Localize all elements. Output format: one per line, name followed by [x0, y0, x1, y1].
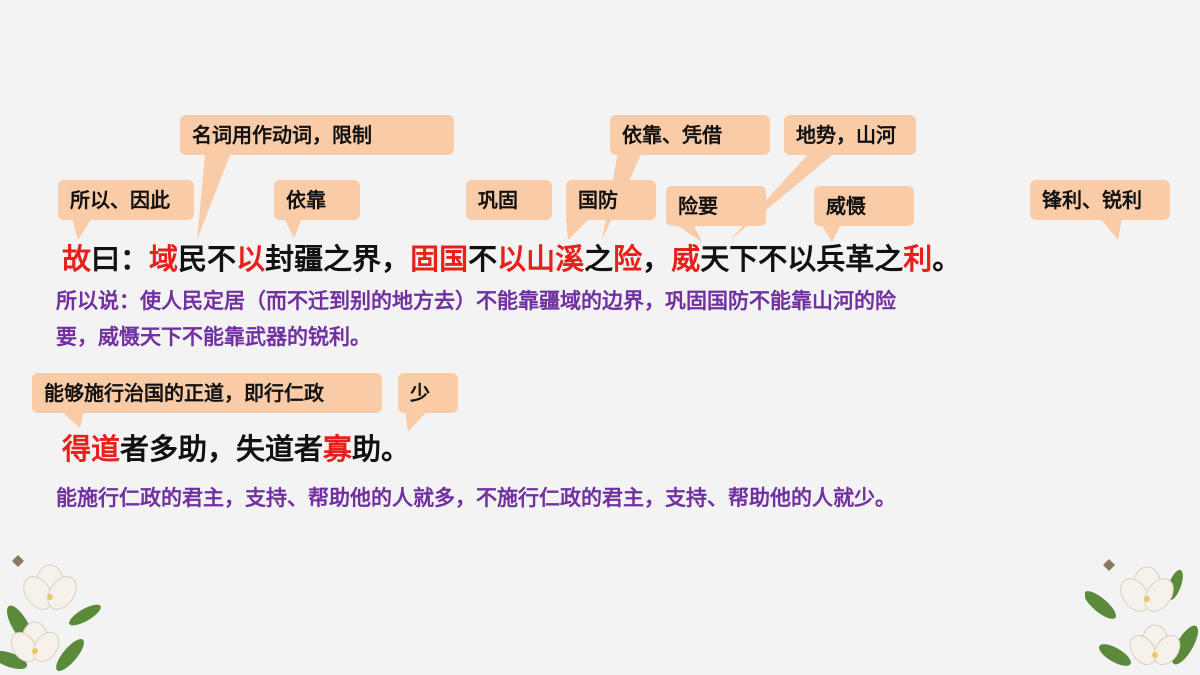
- callout-guofang: 国防: [566, 180, 656, 220]
- leader-fengli: [1100, 218, 1122, 240]
- flower-decoration-left: [0, 555, 101, 671]
- sentence-1: 故曰：域民不以封疆之界，固国不以山溪之险，威天下不以兵革之利。: [62, 236, 961, 278]
- translation-2: 能施行仁政的君主，支持、帮助他的人就多，不施行仁政的君主，支持、帮助他的人就少。: [56, 486, 896, 510]
- text-segment: 。: [932, 242, 962, 276]
- sentence-2: 得道者多助，失道者寡助。: [62, 426, 410, 468]
- text-segment: 封疆之界，: [265, 242, 411, 276]
- word-gu: 故: [62, 242, 92, 276]
- callout-suoyi: 所以、因此: [58, 180, 194, 220]
- text-segment: 天下不以兵革之: [700, 242, 904, 276]
- word-xian: 险: [613, 242, 643, 276]
- text-segment: 不: [468, 242, 498, 276]
- leader-mingci: [197, 155, 230, 240]
- text-segment: ，: [642, 242, 672, 276]
- text-segment: 助。: [352, 432, 411, 466]
- word-guguo: 固国: [410, 242, 469, 276]
- callout-nenggou: 能够施行治国的正道，即行仁政: [32, 373, 382, 413]
- butterfly-icon: [1103, 559, 1115, 571]
- callout-yikao: 依靠: [274, 180, 360, 220]
- callout-weishe: 威慑: [814, 186, 914, 226]
- text-segment: 民不: [178, 242, 237, 276]
- callout-yikao-pingjie: 依靠、凭借: [610, 115, 770, 155]
- leader-yikao: [284, 218, 302, 238]
- callout-dishi: 地势，山河: [784, 115, 916, 155]
- translation-1: 所以说：使人民定居（而不迁到别的地方去）不能靠疆域的边界，巩固国防不能靠山河的险…: [56, 283, 1176, 355]
- word-yu: 域: [149, 242, 179, 276]
- word-gua: 寡: [323, 432, 353, 466]
- callout-xianyao: 险要: [666, 186, 766, 226]
- callout-gonggu: 巩固: [466, 180, 552, 220]
- flower-decoration-right: [1085, 559, 1198, 666]
- word-dedao: 得道: [62, 432, 121, 466]
- text-segment: 之: [584, 242, 614, 276]
- text-segment: 曰：: [91, 242, 150, 276]
- butterfly-icon: [12, 555, 24, 567]
- callout-fengli: 锋利、锐利: [1030, 180, 1170, 220]
- text-segment: 者多助，失道者: [120, 432, 324, 466]
- translation-1-line-2: 要，威慑天下不能靠武器的锐利。: [56, 325, 371, 349]
- word-yi: 以: [236, 242, 266, 276]
- translation-1-line-1: 所以说：使人民定居（而不迁到别的地方去）不能靠疆域的边界，巩固国防不能靠山河的险: [56, 289, 896, 313]
- word-yishanxi: 以山溪: [497, 242, 585, 276]
- callout-mingci: 名词用作动词，限制: [180, 115, 454, 155]
- word-li: 利: [903, 242, 933, 276]
- word-wei: 威: [671, 242, 701, 276]
- callout-shao: 少: [398, 373, 458, 413]
